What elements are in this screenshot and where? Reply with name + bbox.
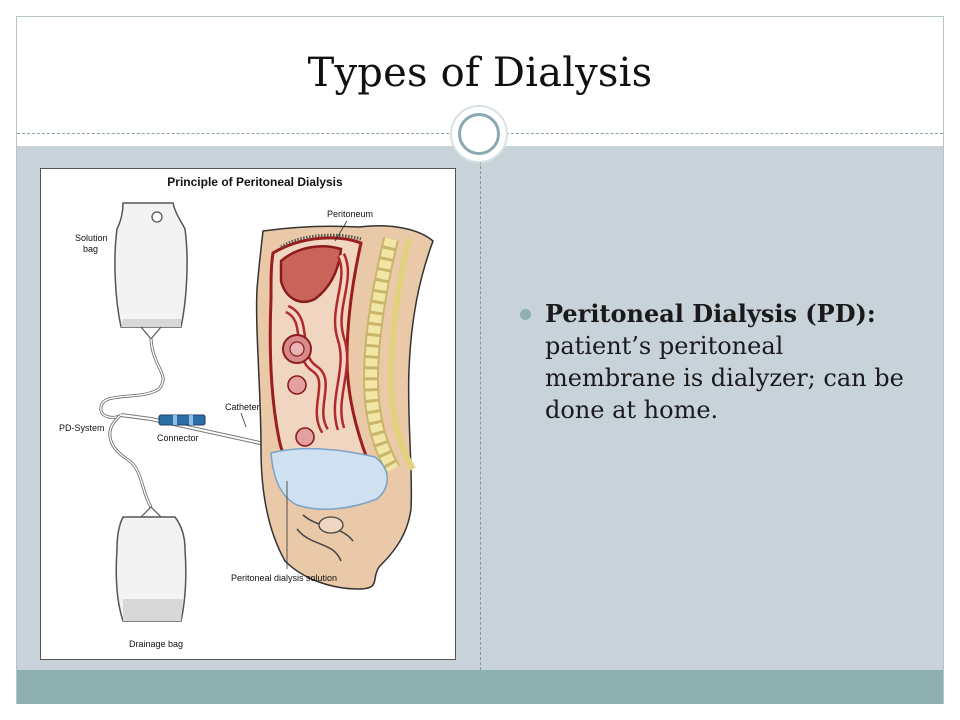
label-solution-bag-line1: Solution [75, 233, 108, 243]
label-pd-solution: Peritoneal dialysis solution [231, 573, 337, 583]
drainage-bag [115, 506, 187, 622]
solution-bag [114, 202, 188, 340]
label-pd-system: PD-System [59, 423, 105, 433]
divider-ring-ornament [450, 105, 508, 163]
label-drainage-bag: Drainage bag [129, 639, 183, 649]
bullet-list: Peritoneal Dialysis (PD): patient’s peri… [520, 298, 910, 426]
bullet-description: patient’s peritoneal membrane is dialyze… [545, 332, 904, 424]
peritoneal-dialysis-diagram: Principle of Peritoneal Dialysis Solutio… [40, 168, 456, 660]
diagram-svg: Principle of Peritoneal Dialysis Solutio… [59, 175, 434, 649]
slide-title: Types of Dialysis [307, 50, 653, 96]
bullet-dot-icon [520, 309, 531, 320]
diagram-title: Principle of Peritoneal Dialysis [167, 175, 343, 189]
abdomen-cross-section [255, 225, 434, 590]
label-peritoneum: Peritoneum [327, 209, 373, 219]
label-solution-bag-line2: bag [83, 244, 98, 254]
connector-icon [158, 414, 206, 426]
bullet-term: Peritoneal Dialysis (PD): [545, 299, 876, 328]
footer-bar [17, 670, 943, 704]
column-divider [480, 146, 481, 670]
label-connector: Connector [157, 433, 199, 443]
bullet-item-peritoneal-dialysis: Peritoneal Dialysis (PD): patient’s peri… [545, 298, 910, 426]
label-catheter: Catheter [225, 402, 260, 412]
